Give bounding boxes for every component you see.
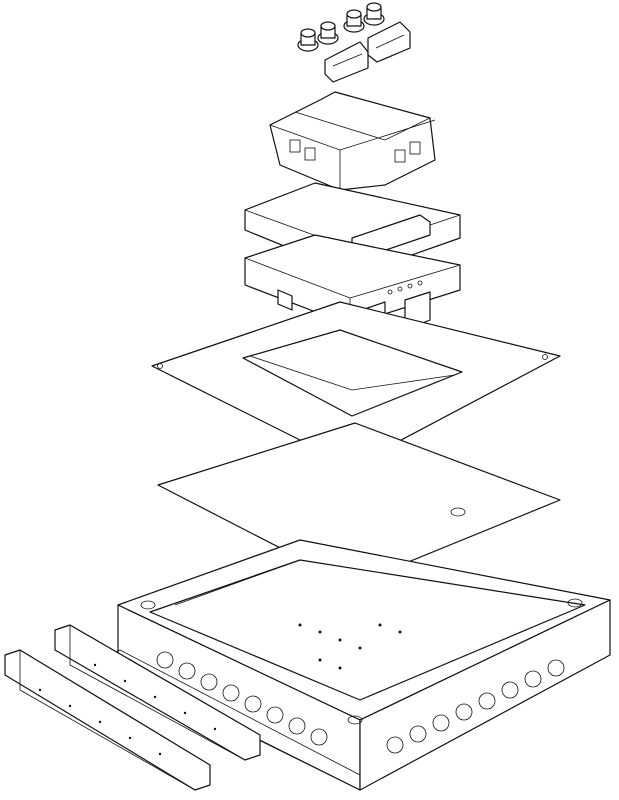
cable-covers: [324, 21, 411, 83]
socket-module: [269, 91, 436, 191]
upper-frame: [244, 182, 461, 276]
divider-rails: [4, 624, 261, 791]
floor-box: [109, 539, 611, 791]
socket-plugs: [297, 2, 385, 52]
cover-plate-with-opening: [151, 301, 561, 467]
